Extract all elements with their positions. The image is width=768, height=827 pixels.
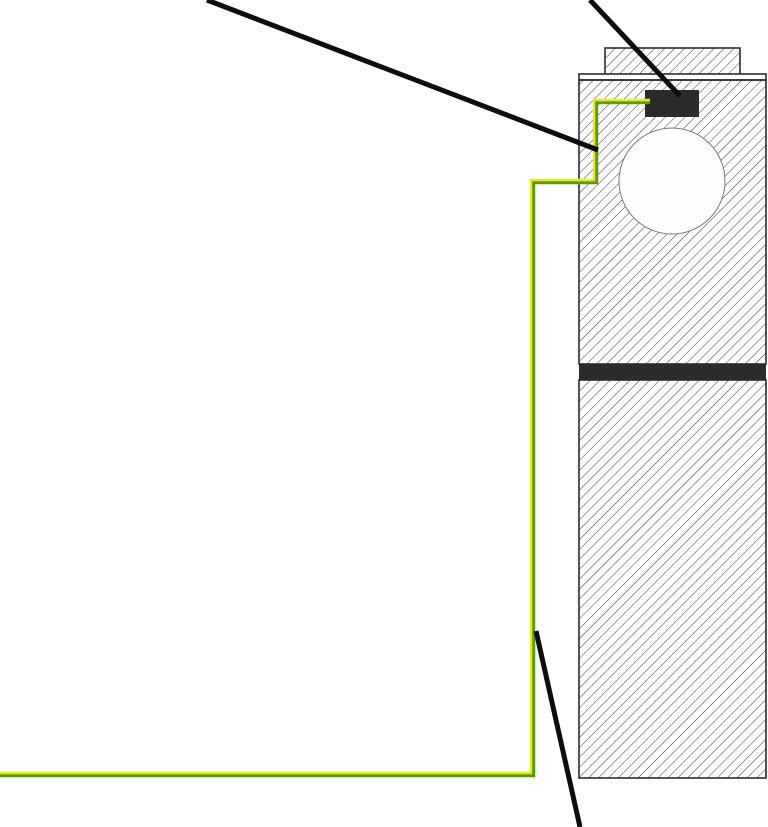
membrane-green-layer	[0, 99, 650, 778]
leader-line-membrane-bottom	[533, 630, 583, 827]
leader-line-membrane-top	[206, 0, 599, 153]
masonry-lower	[578, 379, 767, 779]
leader-line-sealant	[588, 0, 682, 98]
sealant-bead	[645, 90, 699, 117]
backer-rod	[618, 127, 726, 235]
cap-block	[604, 47, 741, 77]
membrane-yellow-layer	[0, 98, 650, 775]
mortar-joint	[579, 364, 766, 380]
cap-plate	[578, 73, 767, 81]
